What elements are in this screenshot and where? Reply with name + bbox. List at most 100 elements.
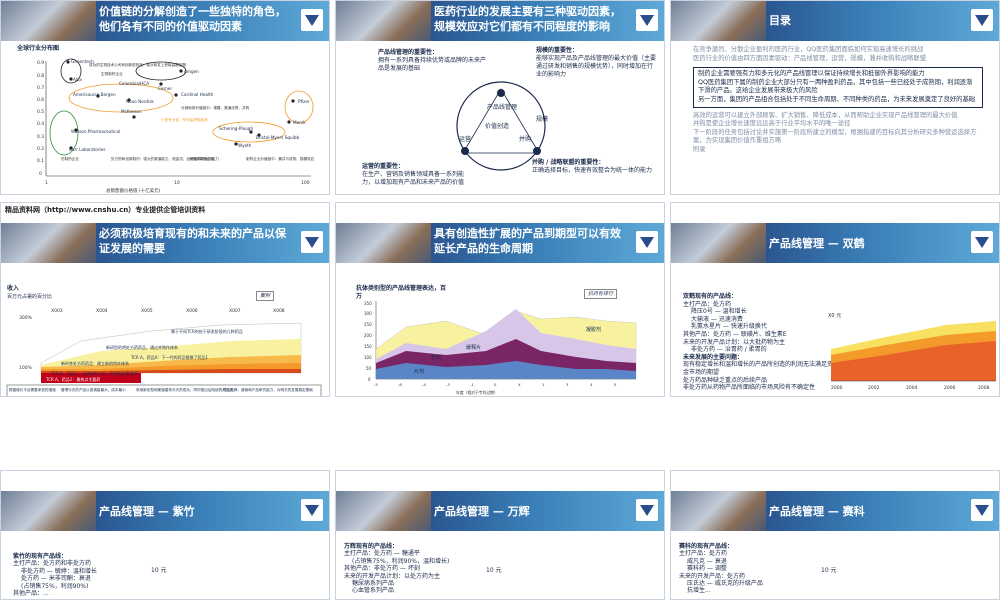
case-tag: 抗药有排行 bbox=[584, 289, 618, 299]
company-label: McKesson bbox=[121, 109, 142, 114]
logo-icon bbox=[636, 231, 658, 253]
diagram-label: 规模 bbox=[536, 115, 548, 123]
y-tick: 300 bbox=[364, 311, 372, 316]
x-tick: 10 bbox=[174, 180, 180, 186]
text-line: 紫竹的现有产品线： bbox=[13, 553, 68, 560]
table-of-contents: 在竞争激烈、分散企业盈利的医药行业，QQ医药集团面临如何实现高速增长的挑战 医药… bbox=[693, 46, 983, 155]
x-tick: 0 bbox=[494, 382, 497, 387]
y-tick: 0.8 bbox=[37, 73, 44, 79]
logo-icon bbox=[971, 231, 993, 253]
company-label: Novo Nordisk bbox=[126, 99, 154, 104]
annotation: 大规模制药企业 bbox=[189, 156, 215, 161]
x-axis-label: 年度（相对于专利过期） bbox=[456, 390, 498, 395]
toc-subitem: 另一方面，集团的产品组合包括处于不同生命周期、不同种类的药品，为未来发展奠定了良… bbox=[698, 95, 976, 103]
case-tag: 案例 bbox=[256, 291, 275, 301]
x-tick: 1 bbox=[542, 382, 545, 387]
y-tick: 150 bbox=[364, 344, 372, 349]
y-tick: 0.3 bbox=[37, 134, 44, 140]
logo-icon bbox=[636, 499, 658, 521]
slide-thumbnail-5[interactable]: 具有创造性扩展的产品到期型可以有效延长产品的生命周期 抗体类别型的产品线管理表达… bbox=[335, 202, 665, 397]
text-block: 运营的重要性： 在生产、营销及销售领域具备一系列能力，以增加现有产品和未来产品的… bbox=[362, 163, 472, 187]
box-heading: 并购 / 战略联盟的重要性： bbox=[532, 159, 605, 166]
annotation: 仿制药企业 bbox=[61, 156, 79, 161]
text-block: 规模的重要性： 能够实现产品及产品线管理的最大价值（主要通过研发和销售的规模优势… bbox=[536, 47, 656, 79]
x-tick: 2002 bbox=[868, 385, 880, 391]
slide-banner: 价值链的分解创造了一些独特的角色，他们各有不同的价值驱动因素 bbox=[1, 1, 329, 41]
y-tick: 100 bbox=[364, 355, 372, 360]
slide-title: 目录 bbox=[769, 14, 791, 27]
text-line: 抗增生... bbox=[687, 587, 711, 595]
value-creation-diagram: 产品线管理 价值创造 运营 规模 并购 bbox=[456, 81, 548, 171]
company-label: Wyeth bbox=[238, 143, 252, 148]
y-axis-tag: X0 元 bbox=[828, 313, 841, 319]
slide-thumbnail-4[interactable]: 精品资料网（http://www.cnshu.cn）专业提供企管培训资料 必须积… bbox=[0, 202, 330, 397]
text-block: 并购 / 战略联盟的重要性： 正确选择目标，快速有效整合为统一体的能力 bbox=[532, 159, 652, 175]
y-tick: 0.2 bbox=[37, 146, 44, 152]
slide-thumbnail-3[interactable]: 目录 在竞争激烈、分散企业盈利的医药行业，QQ医药集团面临如何实现高速增长的挑战… bbox=[670, 0, 1000, 195]
box-body: 拥有一系列具备持续优势或品牌的未来产品是发展的基础 bbox=[378, 57, 487, 72]
text-block: 产品线管理的重要性： 拥有一系列具备持续优势或品牌的未来产品是发展的基础 bbox=[378, 49, 488, 73]
text-line: 主打产品：处方药 bbox=[679, 550, 728, 558]
x-tick: 2004 bbox=[906, 385, 918, 391]
x-tick: 2008 bbox=[978, 385, 990, 391]
slide-banner: 产品线管理 — 紫竹 bbox=[1, 491, 329, 531]
x-tick: 3 bbox=[566, 382, 569, 387]
slide-thumbnail-6[interactable]: 产品线管理 — 双鹤 双鹤现有的产品线： 主打产品：处方药 降压0号 — 温和增… bbox=[670, 202, 1000, 397]
slide-banner: 产品线管理 — 赛科 bbox=[671, 491, 999, 531]
bottom-cell: 管理今天的产品以促销量最大，成本最小 bbox=[61, 387, 126, 392]
slide-banner: 必须积极培育现有的和未来的产品以保证发展的需要 bbox=[1, 223, 329, 263]
banner-photo bbox=[1, 223, 96, 263]
annotation: 生物制药企业 bbox=[101, 71, 123, 76]
text-block: 万辉现有的产品线： 主打产品：处方药 — 糖通平 (占销售75%，利润90%，温… bbox=[344, 543, 494, 595]
text-line: 压氏达 — 威氏克的升级产品 bbox=[687, 580, 763, 588]
text-block: 紫竹的现有产品线： 主打产品：处方药和非处方药 非处方药 — 毓婷：温和增长 处… bbox=[13, 553, 163, 597]
company-label: Alza bbox=[73, 77, 82, 82]
year-label: X007 bbox=[229, 308, 241, 314]
x-tick: 4 bbox=[590, 382, 593, 387]
y-tick: 0 bbox=[368, 377, 371, 382]
x-tick: -1 bbox=[470, 382, 474, 387]
y-tick: 350 bbox=[364, 301, 372, 306]
toc-subitem: QQ医药集团下属的制药企业大部分只有一两种盈利药品，其中包括一些已经处于成熟期，… bbox=[698, 78, 973, 95]
text-line: 乳氨水星片 — 快速升级换代 bbox=[691, 323, 767, 331]
year-label: X003 bbox=[51, 308, 63, 314]
bubble-chart: 0.9 0.8 0.7 0.6 0.5 0.4 0.3 0.2 0.1 0 1 … bbox=[37, 58, 315, 194]
x-tick: X bbox=[518, 382, 521, 387]
series-label: 片剂 bbox=[414, 368, 424, 375]
slide-thumbnail-8[interactable]: 产品线管理 — 万辉 万辉现有的产品线： 主打产品：处方药 — 糖通平 (占销售… bbox=[335, 470, 665, 600]
year-label: X004 bbox=[96, 308, 108, 314]
y-label: 300% bbox=[19, 315, 33, 321]
y-axis-tag: 10 元 bbox=[151, 567, 167, 574]
x-tick: 5 bbox=[614, 382, 617, 387]
y-axis-label: 收入 bbox=[7, 285, 20, 292]
text-line: 赛科的现有产品线： bbox=[679, 543, 734, 550]
company-label: Schering-Plough bbox=[219, 126, 253, 131]
text-line: 主打产品：处方药 — 糖通平 bbox=[344, 550, 420, 558]
text-line: 未来发展的主要问题： bbox=[683, 353, 744, 361]
banner-photo bbox=[671, 223, 766, 263]
slide-banner: 目录 bbox=[671, 1, 999, 41]
slide-thumbnail-2[interactable]: 医药行业的发展主要有三种驱动因素，规模效应对它们都有不同程度的影响 产品线管理的… bbox=[335, 0, 665, 195]
text-line: 其他产品：处方药 — 联磺片、维生素E bbox=[683, 330, 787, 338]
bottom-cell: 采用新形型和渠道建构今天的成功，同时推出后陆续的产品线 bbox=[136, 387, 233, 392]
toc-item: 在竞争激烈、分散企业盈利的医药行业，QQ医药集团面临如何实现高速增长的挑战 bbox=[693, 46, 924, 53]
slide-title: 价值链的分解创造了一些独特的角色，他们各有不同的价值驱动因素 bbox=[99, 5, 286, 33]
toc-item: 并购是使企业增长速度远远高于行业平均水平的唯一途径 bbox=[693, 120, 851, 128]
box-heading: 产品线管理的重要性： bbox=[378, 49, 439, 56]
slide-thumbnail-7[interactable]: 产品线管理 — 紫竹 紫竹的现有产品线： 主打产品：处方药和非处方药 非处方药 … bbox=[0, 470, 330, 600]
slide-title: 产品线管理 — 万辉 bbox=[434, 505, 530, 518]
annotation: 分销商将价值链中：规模、渠道优势、并购 bbox=[181, 105, 250, 110]
x-tick: -5 bbox=[374, 382, 378, 387]
box-body: 正确选择目标，快速有效整合为统一体的能力 bbox=[532, 167, 653, 174]
text-line: 未来的开发产品计划：以大批药物为主 bbox=[683, 338, 786, 346]
slide-thumbnail-9[interactable]: 产品线管理 — 赛科 赛科的现有产品线： 主打产品：处方药 威凡克 — 衰退 赛… bbox=[670, 470, 1000, 600]
slide-thumbnail-1[interactable]: 价值链的分解创造了一些独特的角色，他们各有不同的价值驱动因素 全球行业分布图 0… bbox=[0, 0, 330, 195]
slide-title: 医药行业的发展主要有三种驱动因素，规模效应对它们都有不同程度的影响 bbox=[434, 5, 621, 33]
y-tick: 50 bbox=[366, 366, 372, 371]
bottom-cell: 根建增长平台需要承担的措施 bbox=[9, 387, 56, 392]
company-label: Genentech bbox=[71, 59, 94, 64]
slide-title: 必须积极培育现有的和未来的产品以保证发展的需要 bbox=[99, 227, 286, 255]
logo-icon bbox=[301, 231, 323, 253]
banner-photo bbox=[671, 491, 766, 531]
annotation: TCR A，药品X：下一代的药品替换了药品1 bbox=[130, 354, 209, 360]
